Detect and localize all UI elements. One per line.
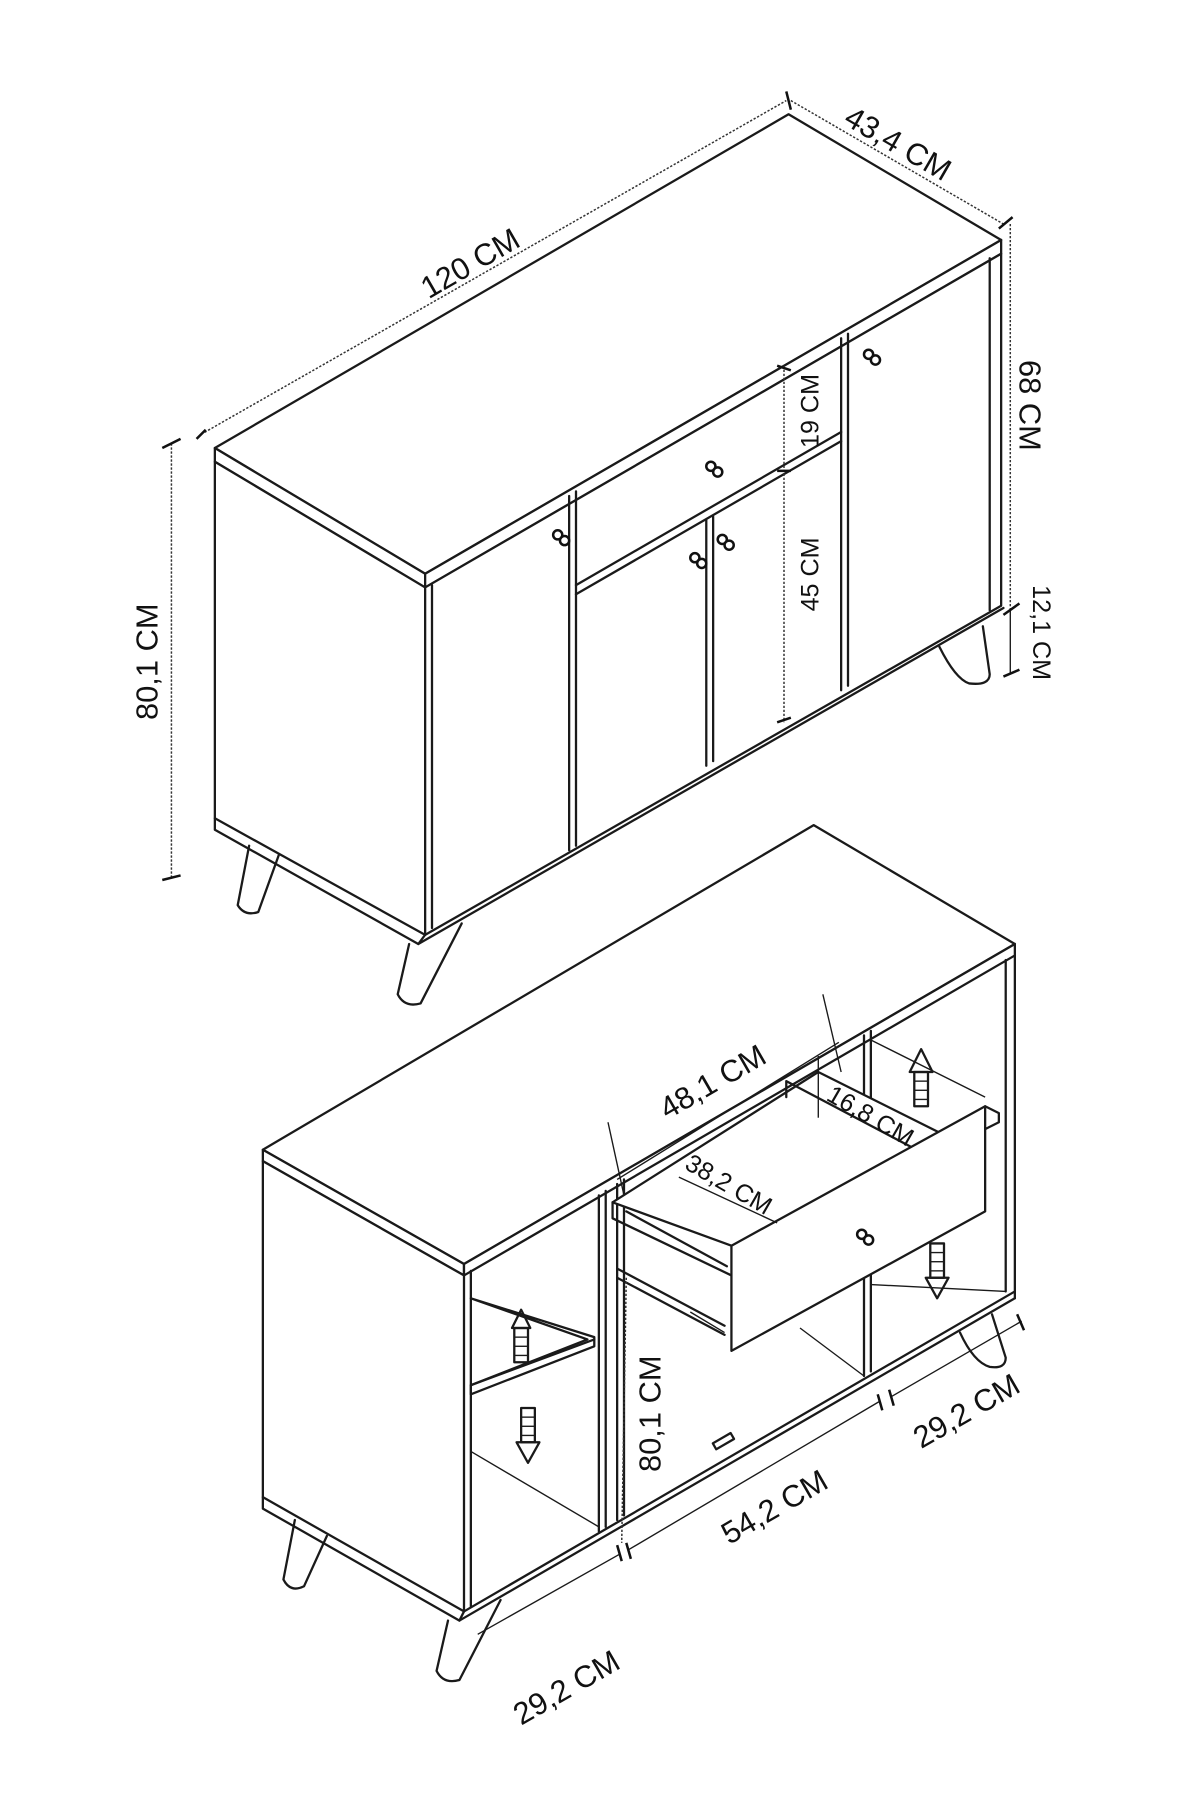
arrow-up-icon — [510, 1308, 532, 1364]
leg-height-label: 12,1 CM — [1027, 585, 1055, 680]
leg — [236, 844, 280, 915]
right-compartment-width-label: 29,2 CM — [907, 1367, 1025, 1456]
closed-cabinet-view: 120 CM 43,4 CM 80,1 CM 68 CM 12,1 CM 19 … — [130, 91, 1055, 1006]
center-compartment-width-label: 54,2 CM — [715, 1463, 833, 1552]
knob-icon — [716, 533, 735, 551]
knob-icon — [855, 1228, 875, 1246]
leg — [396, 922, 463, 1006]
drawer-height-label: 19 CM — [796, 374, 824, 448]
inner-height-label: 80,1 CM — [633, 1355, 668, 1472]
total-height-label: 80,1 CM — [130, 603, 165, 720]
leg — [958, 1313, 1007, 1369]
knob-icon — [689, 551, 708, 570]
handle-icon — [711, 1431, 736, 1451]
arrow-down-icon — [515, 1406, 541, 1464]
door-height-label: 45 CM — [796, 537, 824, 611]
arrow-down-icon — [924, 1242, 950, 1300]
body-height-label: 68 CM — [1012, 360, 1047, 451]
knob-icon — [551, 529, 571, 547]
drawer-front — [730, 1105, 987, 1352]
leg — [435, 1598, 502, 1683]
open-drawer — [611, 1070, 1000, 1352]
open-cabinet-view: 48,1 CM 38,2 CM 16,8 CM 80,1 CM 29,2 CM … — [261, 824, 1026, 1732]
arrow-up-icon — [908, 1048, 934, 1108]
leg — [938, 625, 991, 685]
left-compartment-width-label: 29,2 CM — [507, 1643, 625, 1732]
knob-icon — [862, 348, 882, 366]
knob-icon — [705, 460, 724, 478]
leg — [282, 1518, 328, 1590]
